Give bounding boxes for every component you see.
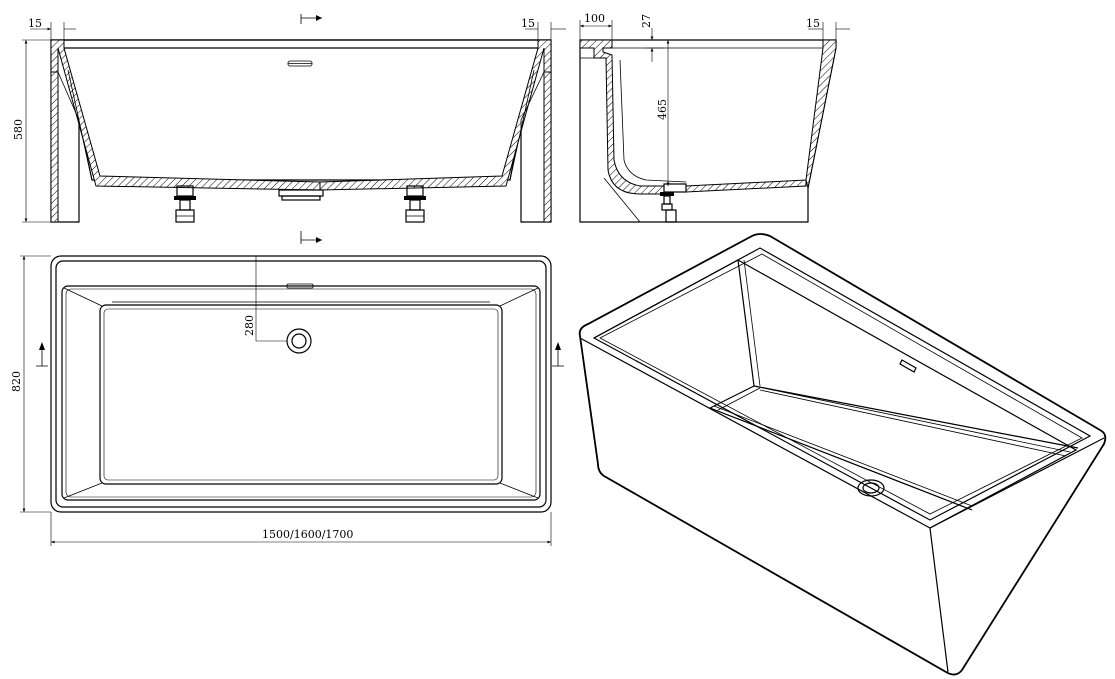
top-view: 280 820 1500/1600/1700 [10,231,564,546]
dim-top-width: 820 [10,371,23,392]
front-view: 15 15 580 [12,14,566,223]
dim-top-length: 1500/1600/1700 [262,528,353,541]
dim-side-right-rim: 15 [806,17,820,30]
dim-front-height: 580 [12,119,25,140]
adjustable-foot-left [174,185,196,223]
dim-top-drain-offset: 280 [243,315,256,336]
dim-front-left-rim: 15 [28,17,42,30]
side-view: 100 27 465 15 [579,12,850,223]
drain-outlet [278,189,324,201]
adjustable-foot-right [404,185,426,223]
dim-side-rim-thickness: 27 [640,14,653,28]
perspective-view [578,233,1107,676]
dim-side-inner-depth: 465 [656,99,669,120]
dim-front-right-rim: 15 [521,17,535,30]
dim-side-rim-width: 100 [584,12,605,25]
